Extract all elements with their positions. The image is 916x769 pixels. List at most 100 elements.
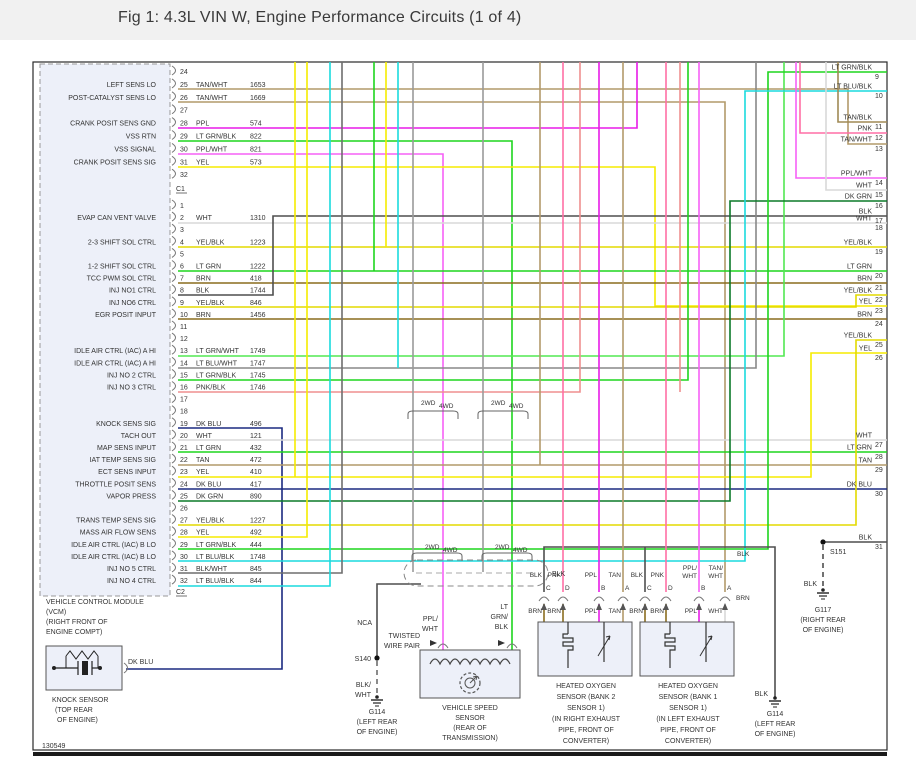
wire-color-label: BLK (737, 551, 750, 558)
pin-wire-color: DK GRN (196, 493, 223, 500)
o2-wire-color: TAN/ (709, 565, 724, 572)
pin-function-label: TACH OUT (121, 433, 157, 440)
ho2s-bank1-location: PIPE, FRONT OF (660, 727, 716, 734)
pin-wire-color: YEL/BLK (196, 518, 225, 525)
inline-connector-bracket (411, 552, 463, 561)
o2-wire-color: PNK (548, 572, 562, 579)
o2-pin-letter: A (625, 585, 630, 592)
pin-function-label: INJ NO1 CTRL (109, 288, 156, 295)
ho2s-bank1-name: SENSOR (BANK 1 (659, 694, 718, 701)
pin-number: 19 (180, 421, 188, 428)
pin-terminal-arc (171, 284, 176, 295)
vss-reluctor-icon (459, 672, 481, 694)
pin-circuit-number: 1747 (250, 360, 266, 367)
wire-pnkblk (178, 62, 581, 393)
ground-g114-location: (LEFT REAR (357, 719, 398, 726)
pin-wire-color: WHT (196, 433, 213, 440)
inline-connector-bracket (481, 552, 533, 561)
wire-color-label: BLK (495, 624, 509, 631)
o2-wire-color: BRN (629, 608, 643, 615)
o2-pin-letter: D (668, 585, 673, 592)
pin-circuit-number: 1227 (250, 518, 266, 525)
pin-terminal-arc (171, 429, 176, 440)
pin-number: 29 (180, 134, 188, 141)
wire-color-label: LT (500, 604, 508, 611)
pin-number: 32 (180, 172, 188, 179)
pin-terminal-arc (171, 550, 176, 561)
wire-ltblu (178, 62, 331, 587)
o2-wire-color: PPL/ (683, 565, 697, 572)
connector-c1-label: C1 (176, 186, 185, 193)
right-pin-number: 9 (875, 74, 879, 81)
wire-yelblk (178, 294, 887, 308)
wire-ppl (178, 62, 638, 129)
pin-function-label: IDLE AIR CTRL (IAC) B LO (71, 542, 156, 549)
wire-ltblu (178, 90, 887, 562)
pin-terminal-arc (171, 393, 176, 404)
pin-number: 4 (180, 239, 184, 246)
right-pin-wire-color: LT BLU/BLK (834, 84, 873, 91)
wire-ltgrn (178, 62, 689, 381)
pin-function-label: EVAP CAN VENT VALVE (77, 215, 156, 222)
right-pin-number: 10 (875, 93, 883, 100)
twisted-wire-pair-label: TWISTED (389, 633, 421, 640)
pin-terminal-arc (171, 332, 176, 343)
right-pin-number: 11 (875, 124, 882, 131)
pin-wire-color: LT GRN/BLK (196, 134, 237, 141)
pin-terminal-arc (171, 91, 176, 102)
o2-arrow-up-icon (722, 603, 728, 610)
pin-terminal-arc (171, 260, 176, 270)
pin-circuit-number: 1748 (250, 554, 266, 561)
pin-terminal-arc (171, 104, 176, 115)
right-pin-number: 17 (875, 218, 883, 225)
pin-number: 21 (180, 445, 188, 452)
wire-color-label: WHT (355, 692, 372, 699)
pin-number: 10 (180, 312, 188, 319)
connector-option-2wd: 2WD (491, 400, 506, 407)
pin-wire-color: TAN/WHT (196, 82, 228, 89)
vss-name: SENSOR (455, 715, 485, 722)
pin-function-label: THROTTLE POSIT SENS (75, 481, 156, 488)
connector-option-2wd: 2WD (495, 544, 510, 551)
o2-wire-color: WHT (682, 573, 697, 580)
inline-connector-bracket (477, 410, 529, 419)
nca-label: NCA (357, 620, 372, 627)
pin-circuit-number: 121 (250, 433, 262, 440)
right-pin-wire-color: DK GRN (845, 194, 872, 201)
right-pin-wire-color: WHT (856, 216, 873, 223)
pin-function-label: 1-2 SHIFT SOL CTRL (88, 264, 156, 271)
connector-c2-label: C2 (176, 589, 185, 596)
vcm-location: (RIGHT FRONT OF (46, 619, 108, 626)
heater-element-icon (664, 633, 676, 658)
pin-terminal-arc (171, 502, 176, 512)
pin-terminal-arc (171, 405, 176, 416)
pin-circuit-number: 573 (250, 159, 262, 166)
pin-function-label: INJ NO 4 CTRL (107, 578, 156, 585)
pin-number: 18 (180, 409, 188, 416)
o2-connector-arc (617, 596, 629, 602)
right-pin-wire-color: PNK (858, 126, 873, 133)
ground-g117-location: (RIGHT REAR (800, 617, 845, 624)
right-pin-wire-color: YEL (859, 346, 872, 353)
pin-number: 7 (180, 276, 184, 283)
ground-g114-location: (LEFT REAR (755, 721, 796, 728)
o2-wire-color: BLK (530, 572, 543, 579)
pin-function-label: INJ NO6 CTRL (109, 300, 156, 307)
right-pin-number: 18 (875, 225, 883, 232)
pin-wire-color: YEL (196, 530, 209, 537)
pin-terminal-arc (171, 168, 176, 179)
pin-terminal-arc (171, 211, 176, 222)
pin-wire-color: YEL (196, 159, 209, 166)
pin-wire-color: WHT (196, 215, 213, 222)
splice-dot (374, 655, 380, 661)
pin-number: 5 (180, 251, 184, 258)
pin-terminal-arc (171, 514, 176, 525)
right-pin-number: 24 (875, 321, 883, 328)
knock-sensor-location: OF ENGINE) (57, 717, 98, 724)
pin-number: 17 (180, 397, 188, 404)
pin-terminal-arc (171, 465, 176, 476)
wire-color-label: BRN (736, 595, 750, 602)
wire-yel (178, 62, 308, 538)
pin-circuit-number: 1746 (250, 385, 266, 392)
right-pin-wire-color: BLK (859, 535, 873, 542)
